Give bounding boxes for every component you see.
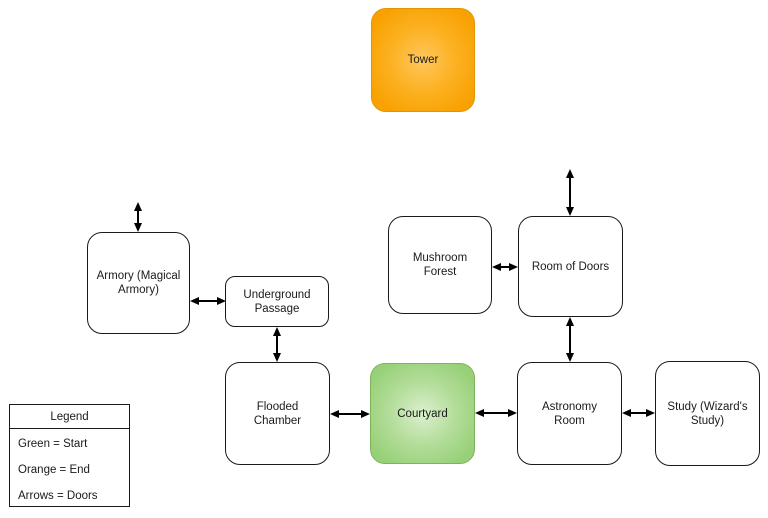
node-label-armory: Armory (Magical Armory): [96, 270, 181, 296]
arrowhead-left-icon: [475, 409, 484, 417]
door-arrow-underground-flooded[interactable]: [272, 327, 282, 362]
arrowhead-up-icon: [566, 317, 574, 326]
arrow-shaft: [482, 412, 510, 414]
door-arrow-armory-up[interactable]: [133, 202, 143, 232]
node-courtyard[interactable]: Courtyard: [370, 363, 475, 464]
node-underground-passage[interactable]: Underground Passage: [225, 276, 329, 327]
arrow-shaft: [569, 176, 571, 209]
arrowhead-right-icon: [508, 409, 517, 417]
door-arrow-astronomy-study[interactable]: [622, 408, 655, 418]
door-arrow-courtyard-astronomy[interactable]: [475, 408, 517, 418]
node-tower[interactable]: Tower: [371, 8, 475, 112]
arrow-shaft: [629, 412, 648, 414]
node-room-of-doors[interactable]: Room of Doors: [518, 216, 623, 317]
legend-body: Green = Start Orange = End Arrows = Door…: [10, 429, 129, 503]
arrow-shaft: [569, 324, 571, 355]
legend-item-orange-end: Orange = End: [18, 464, 90, 476]
arrowhead-up-icon: [273, 327, 281, 336]
node-label-tower: Tower: [407, 54, 439, 66]
node-label-study: Study (Wizard's Study): [667, 400, 748, 427]
arrowhead-left-icon: [330, 410, 339, 418]
door-arrow-armory-underground[interactable]: [190, 296, 226, 306]
arrow-shaft: [499, 266, 511, 268]
legend-item-arrows-doors: Arrows = Doors: [18, 490, 98, 502]
arrowhead-down-icon: [566, 207, 574, 216]
arrowhead-left-icon: [622, 409, 631, 417]
node-label-mushroom-forest: Mushroom Forest: [412, 252, 468, 278]
arrowhead-right-icon: [646, 409, 655, 417]
arrowhead-down-icon: [566, 353, 574, 362]
node-study[interactable]: Study (Wizard's Study): [655, 361, 760, 466]
arrowhead-right-icon: [509, 263, 518, 271]
arrowhead-left-icon: [492, 263, 501, 271]
legend-item-green-start: Green = Start: [18, 438, 88, 450]
arrow-shaft: [276, 334, 278, 355]
arrowhead-down-icon: [134, 223, 142, 232]
node-armory[interactable]: Armory (Magical Armory): [87, 232, 190, 334]
arrowhead-right-icon: [361, 410, 370, 418]
node-label-underground-passage: Underground Passage: [243, 288, 311, 315]
legend[interactable]: Legend Green = Start Orange = End Arrows…: [9, 404, 130, 507]
arrowhead-up-icon: [134, 202, 142, 211]
node-label-courtyard: Courtyard: [397, 407, 448, 420]
node-mushroom-forest[interactable]: Mushroom Forest: [388, 216, 492, 314]
arrow-shaft: [137, 209, 139, 225]
door-arrow-room-of-doors-up[interactable]: [565, 169, 575, 216]
door-arrow-room-of-doors-astronomy[interactable]: [565, 317, 575, 362]
arrowhead-right-icon: [217, 297, 226, 305]
node-label-astronomy-room: Astronomy Room: [542, 400, 597, 427]
arrowhead-left-icon: [190, 297, 199, 305]
node-label-room-of-doors: Room of Doors: [531, 260, 610, 273]
node-flooded-chamber[interactable]: Flooded Chamber: [225, 362, 330, 465]
arrowhead-up-icon: [566, 169, 574, 178]
door-arrow-flooded-courtyard[interactable]: [330, 409, 370, 419]
node-astronomy-room[interactable]: Astronomy Room: [517, 362, 622, 465]
door-arrow-mushroom-room-of-doors[interactable]: [492, 262, 518, 272]
arrow-shaft: [337, 413, 363, 415]
legend-title: Legend: [10, 405, 129, 429]
arrowhead-down-icon: [273, 353, 281, 362]
node-label-flooded-chamber: Flooded Chamber: [253, 400, 302, 427]
arrow-shaft: [197, 300, 219, 302]
